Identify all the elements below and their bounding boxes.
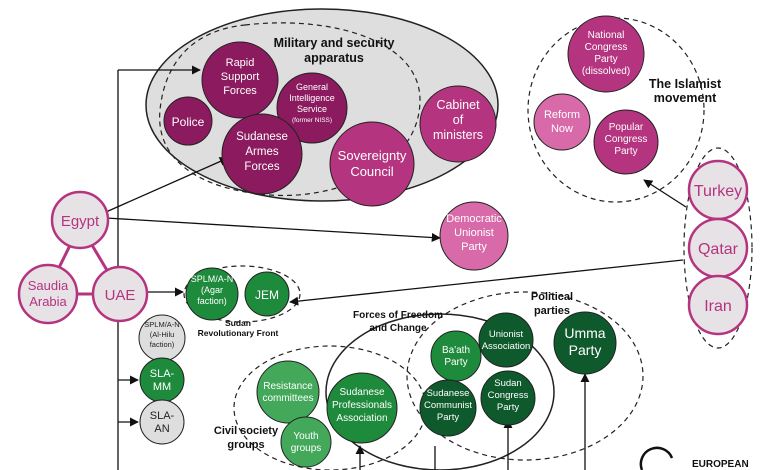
- node-qatar[interactable]: Qatar: [687, 217, 749, 279]
- svg-text:Qatar: Qatar: [698, 241, 739, 258]
- logo-mark: [639, 446, 674, 470]
- node-turkey[interactable]: Turkey: [687, 159, 749, 221]
- svg-text:JEM: JEM: [255, 288, 279, 302]
- military-apparatus-boundary: [159, 22, 421, 197]
- node-uae[interactable]: UAE: [91, 265, 149, 323]
- svg-text:Iran: Iran: [704, 298, 732, 315]
- node-police[interactable]: Police: [163, 96, 213, 146]
- svg-text:UAE: UAE: [105, 287, 136, 304]
- node-jem[interactable]: JEM: [244, 271, 290, 317]
- node-iran[interactable]: Iran: [687, 274, 749, 336]
- svg-text:SLA-MM: SLA-MM: [150, 368, 175, 393]
- node-sla-an[interactable]: SLA-AN: [139, 399, 185, 445]
- logo-text: EUROPEAN: [692, 459, 749, 470]
- svg-text:SLA-AN: SLA-AN: [150, 410, 175, 435]
- connectors: [105, 65, 687, 470]
- logo: EUROPEAN: [639, 446, 749, 470]
- ffc-boundary: [325, 313, 555, 470]
- svg-text:Police: Police: [172, 115, 205, 129]
- svg-text:Egypt: Egypt: [61, 213, 100, 230]
- node-sla-mm[interactable]: SLA-MM: [139, 357, 185, 403]
- node-egypt[interactable]: Egypt: [50, 190, 110, 250]
- regional-backers-boundary: [683, 147, 753, 349]
- svg-text:Turkey: Turkey: [694, 183, 742, 200]
- srf-boundary: [183, 265, 301, 323]
- political-parties-boundary: [406, 291, 644, 461]
